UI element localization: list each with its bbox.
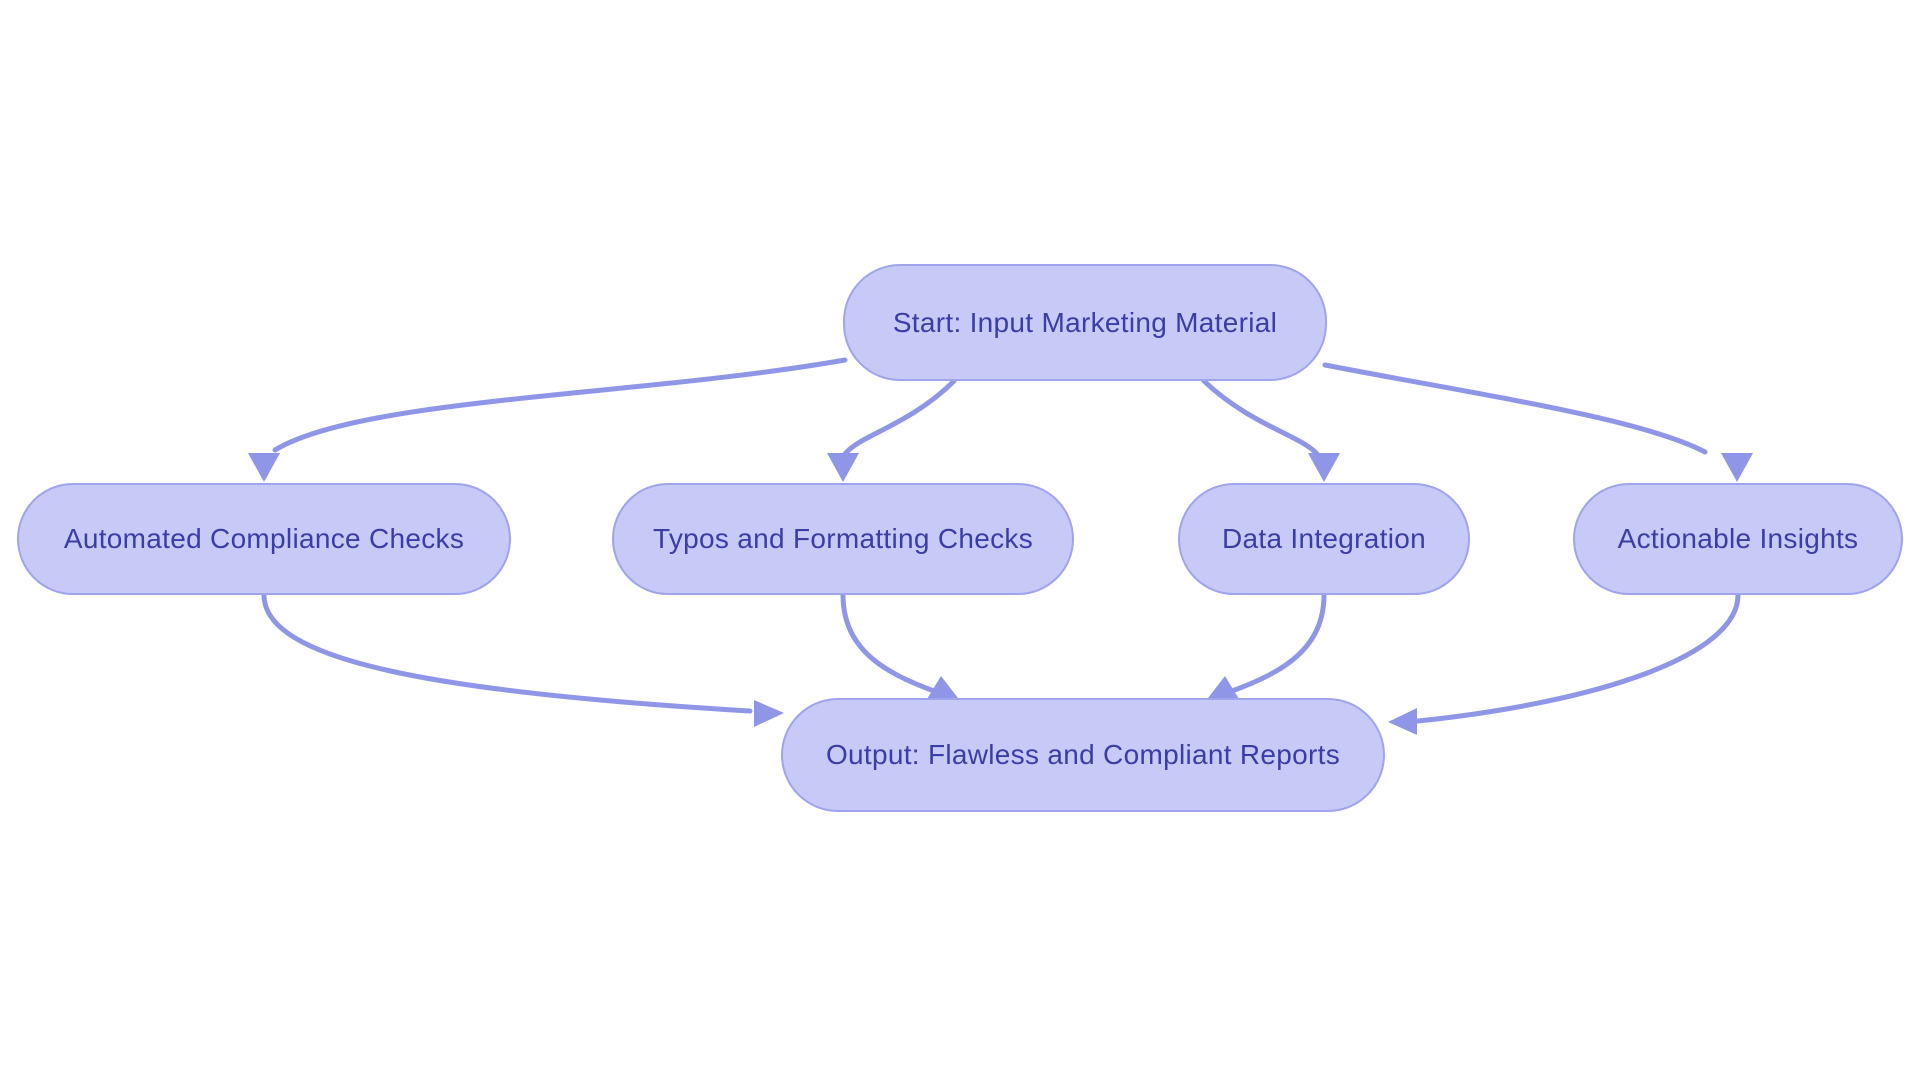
edge-insights-output — [1388, 592, 1741, 735]
edge-typos-output — [840, 592, 958, 699]
arrowhead-down-left-icon — [1208, 676, 1239, 699]
arrowhead-down-icon — [1721, 453, 1753, 482]
node-output: Output: Flawless and Compliant Reports — [781, 698, 1385, 812]
node-automated-compliance-checks: Automated Compliance Checks — [17, 483, 511, 595]
node-label: Output: Flawless and Compliant Reports — [825, 739, 1341, 770]
edge-data-output — [1208, 592, 1327, 699]
node-label: Typos and Formatting Checks — [652, 523, 1034, 554]
node-data-integration: Data Integration — [1178, 483, 1470, 595]
node-label: Start: Input Marketing Material — [892, 306, 1278, 338]
arrowhead-down-icon — [248, 453, 280, 482]
node-label: Automated Compliance Checks — [63, 523, 465, 554]
arrowhead-left-icon — [1388, 708, 1417, 735]
edge-compliance-output — [261, 592, 784, 727]
edge-start-insights — [1322, 362, 1753, 482]
edge-start-compliance — [248, 357, 848, 482]
node-actionable-insights: Actionable Insights — [1573, 483, 1903, 595]
node-label: Actionable Insights — [1617, 523, 1859, 554]
node-typos-and-formatting-checks: Typos and Formatting Checks — [612, 483, 1074, 595]
node-start: Start: Input Marketing Material — [843, 264, 1327, 381]
arrowhead-down-icon — [827, 453, 859, 482]
arrowhead-right-icon — [754, 700, 784, 727]
edge-start-typos — [827, 378, 957, 482]
edge-start-data — [1201, 378, 1340, 482]
arrowhead-down-icon — [1308, 453, 1340, 482]
arrowhead-down-right-icon — [927, 676, 958, 699]
node-label: Data Integration — [1221, 523, 1427, 554]
